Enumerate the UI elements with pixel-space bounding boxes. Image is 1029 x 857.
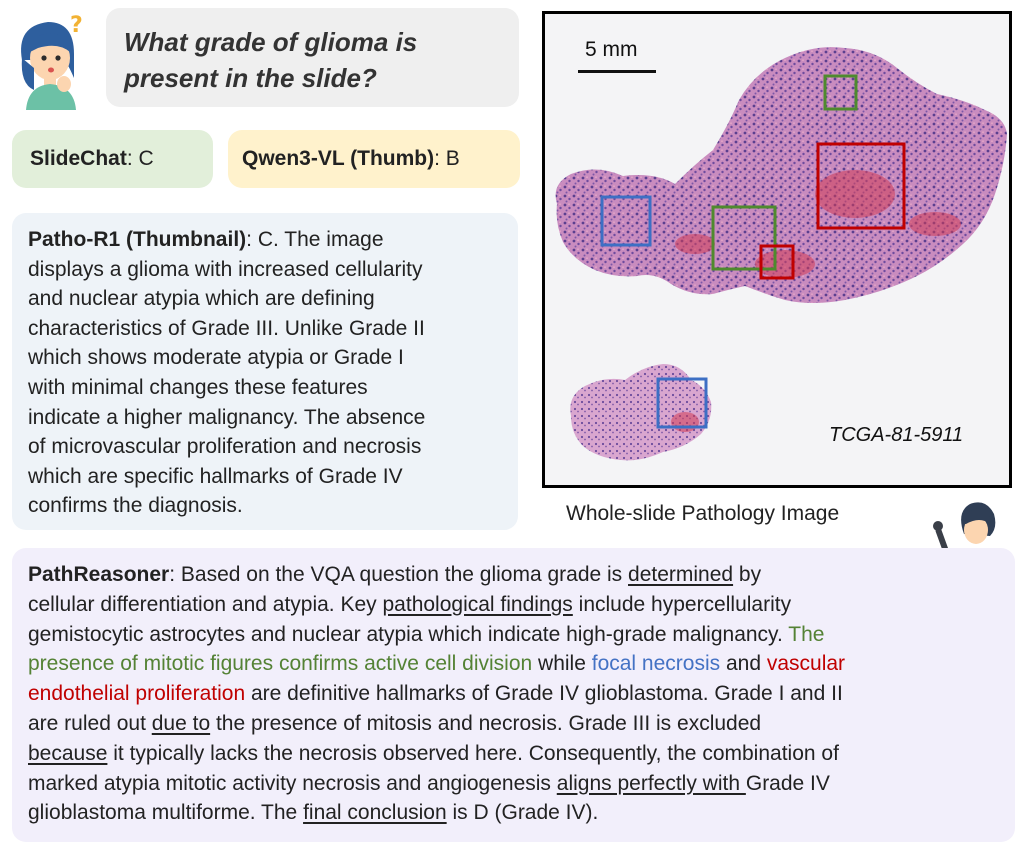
answer-text: glioblastoma multiforme. The (28, 801, 304, 825)
pathreasoner-answer-box: PathReasoner: Based on the VQA question … (12, 548, 1015, 842)
model-name: SlideChat (30, 147, 127, 170)
model-answer: : C (126, 147, 154, 170)
scalebar-label: 5 mm (585, 38, 638, 61)
answer-text: and (720, 652, 767, 676)
answer-line: PathReasoner: Based on the VQA question … (28, 560, 999, 590)
answer-text: : C. The image (246, 228, 384, 251)
answer-line: with minimal changes these features (28, 375, 368, 399)
underlined-phrase: due to (151, 711, 211, 735)
roi-red-small (759, 244, 795, 280)
roi-blue-lower (656, 377, 708, 429)
roi-blue-upper (600, 195, 652, 247)
underlined-phrase: pathological findings (382, 592, 573, 616)
slide-case-id: TCGA-81-5911 (829, 424, 964, 446)
answer-text: are definitive hallmarks of Grade IV gli… (245, 682, 843, 706)
answer-line: gemistocytic astrocytes and nuclear atyp… (28, 620, 999, 650)
model-name: Qwen3-VL (Thumb) (242, 147, 435, 170)
tissue-fragment-main (555, 47, 1007, 303)
answer-text: is D (Grade IV). (446, 801, 599, 825)
roi-green-large (711, 205, 777, 271)
underlined-phrase: final conclusion (303, 801, 447, 825)
slidechat-answer-box: SlideChat: C (12, 130, 213, 188)
answer-text: cellular differentiation and atypia. Key (28, 592, 383, 616)
answer-text: marked atypia mitotic activity necrosis … (28, 771, 557, 795)
answer-line: of microvascular proliferation and necro… (28, 435, 422, 459)
answer-text: the presence of mitosis and necrosis. Gr… (210, 711, 762, 735)
scalebar-line (578, 70, 656, 73)
answer-line: glioblastoma multiforme. The final concl… (28, 798, 999, 828)
slide-caption: Whole-slide Pathology Image (566, 502, 840, 525)
question-box: What grade of glioma is present in the s… (106, 8, 519, 107)
model-name: PathReasoner (28, 563, 170, 586)
answer-line: endothelial proliferation are definitive… (28, 679, 999, 709)
red-highlight: endothelial proliferation (28, 682, 246, 706)
answer-line: which are specific hallmarks of Grade IV (28, 464, 403, 488)
answer-line: cellular differentiation and atypia. Key… (28, 590, 999, 620)
answer-line: Patho-R1 (Thumbnail): C. The image (28, 225, 502, 255)
answer-line: confirms the diagnosis. (28, 494, 243, 518)
answer-text: it typically lacks the necrosis observed… (107, 741, 839, 765)
thinking-student-icon: ? (21, 13, 83, 110)
question-line: present in the slide? (124, 63, 377, 93)
answer-line: marked atypia mitotic activity necrosis … (28, 769, 999, 799)
tissue-illustration (555, 47, 1007, 461)
underlined-phrase: because (28, 741, 108, 765)
underlined-phrase: determined (628, 563, 734, 586)
roi-red-large (816, 142, 906, 230)
answer-text: Grade IV (745, 771, 830, 795)
blue-highlight: focal necrosis (591, 652, 721, 676)
underlined-phrase: aligns perfectly with (556, 771, 746, 795)
patho-r1-answer-box: Patho-R1 (Thumbnail): C. The image displ… (12, 213, 518, 530)
qwen-answer-box: Qwen3-VL (Thumb): B (228, 130, 520, 188)
answer-text: gemistocytic astrocytes and nuclear atyp… (28, 622, 789, 646)
answer-text: : Based on the VQA question the glioma g… (169, 563, 629, 586)
svg-text:?: ? (70, 13, 83, 38)
model-answer: : B (434, 147, 460, 170)
answer-line: presence of mitotic figures confirms act… (28, 649, 999, 679)
tissue-fragment-small (570, 364, 712, 461)
answer-line: indicate a higher malignancy. The absenc… (28, 405, 426, 429)
answer-text: by (733, 563, 762, 586)
answer-line: because it typically lacks the necrosis … (28, 739, 999, 769)
answer-line: are ruled out due to the presence of mit… (28, 709, 999, 739)
answer-text: are ruled out (28, 711, 152, 735)
green-highlight: The (788, 622, 825, 646)
whole-slide-image: 5 mm TCGA-81-5911 (542, 11, 1012, 488)
red-highlight: vascular (766, 652, 846, 676)
question-line: What grade of glioma is (124, 27, 418, 57)
answer-line: and nuclear atypia which are defining (28, 287, 375, 311)
roi-green-small (823, 74, 858, 111)
answer-line: displays a glioma with increased cellula… (28, 257, 423, 281)
answer-text: include hypercellularity (572, 592, 792, 616)
model-name: Patho-R1 (Thumbnail) (28, 228, 247, 251)
answer-line: characteristics of Grade III. Unlike Gra… (28, 316, 425, 340)
answer-text: while (532, 652, 592, 676)
answer-line: which shows moderate atypia or Grade I (28, 346, 404, 370)
green-highlight: presence of mitotic figures confirms act… (28, 652, 533, 676)
